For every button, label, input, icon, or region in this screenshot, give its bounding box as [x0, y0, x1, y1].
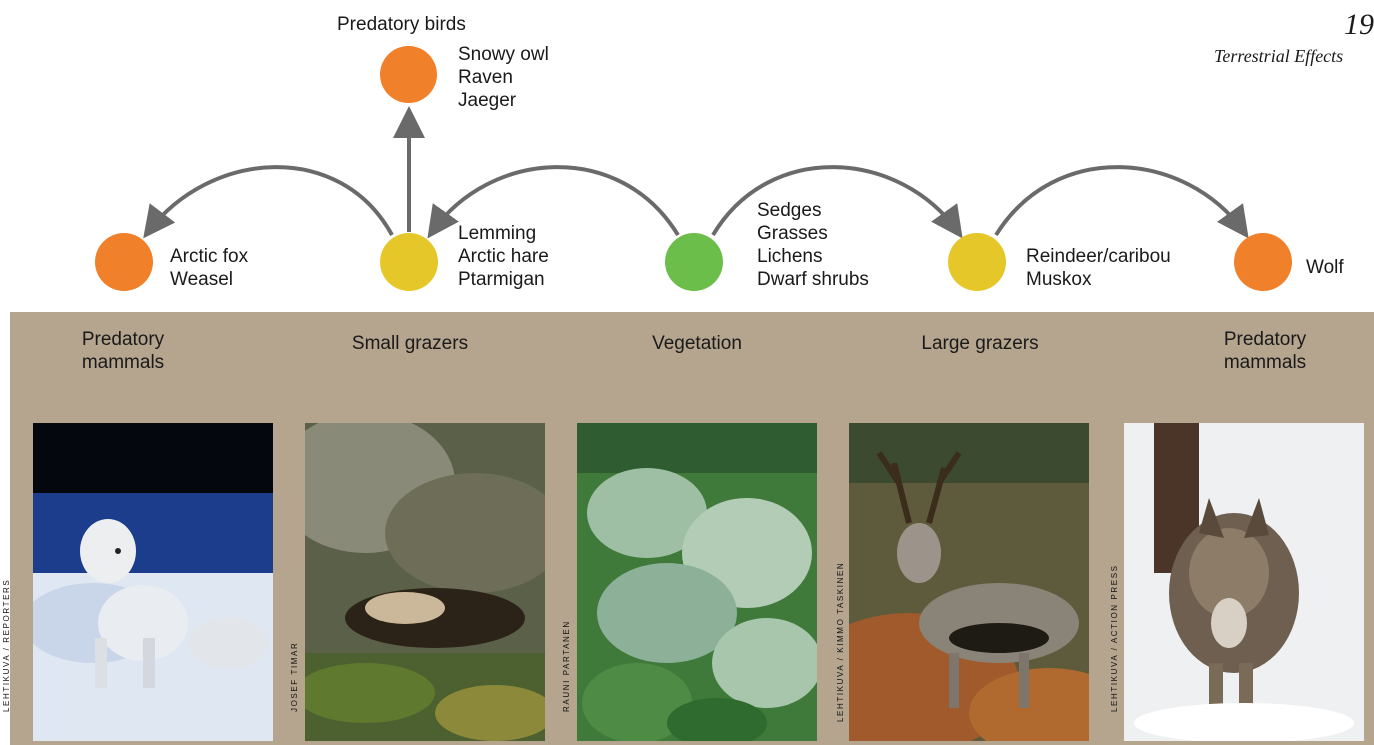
arrow-large-grazers-to-wolf	[996, 167, 1244, 235]
dwarf-shrubs-credit: RAUNI PARTANEN	[562, 620, 571, 712]
category-small-grazers: Small grazers	[320, 332, 500, 355]
category-vegetation: Vegetation	[607, 332, 787, 355]
lemming-credit: JOSEF TIMAR	[290, 642, 299, 712]
arctic-fox-photo	[33, 423, 273, 741]
predatory-birds-node	[380, 46, 437, 103]
reindeer-credit: LEHTIKUVA / KIMMO TASKINEN	[836, 562, 845, 722]
arrow-small-grazers-to-arctic-fox	[148, 167, 392, 235]
reindeer-photo	[849, 423, 1089, 741]
arctic-fox-node	[95, 233, 153, 291]
lemming-photo	[305, 423, 545, 741]
dwarf-shrubs-photo	[577, 423, 817, 741]
predatory-birds-heading: Predatory birds	[337, 13, 466, 36]
large-grazers-node	[948, 233, 1006, 291]
wolf-photo	[1124, 423, 1364, 741]
category-large-grazers: Large grazers	[890, 332, 1070, 355]
predatory-birds-list: Snowy owl Raven Jaeger	[458, 43, 549, 112]
vegetation-node	[665, 233, 723, 291]
large-grazers-list: Reindeer/caribou Muskox	[1026, 245, 1171, 291]
arctic-fox-list: Arctic fox Weasel	[170, 245, 248, 291]
small-grazers-node	[380, 233, 438, 291]
vegetation-list: Sedges Grasses Lichens Dwarf shrubs	[757, 199, 869, 291]
wolf-label: Wolf	[1306, 256, 1344, 279]
wolf-node	[1234, 233, 1292, 291]
wolf-credit: LEHTIKUVA / ACTION PRESS	[1110, 564, 1119, 712]
arctic-fox-credit: LEHTIKUVA / REPORTERS	[2, 579, 11, 712]
small-grazers-list: Lemming Arctic hare Ptarmigan	[458, 222, 549, 291]
